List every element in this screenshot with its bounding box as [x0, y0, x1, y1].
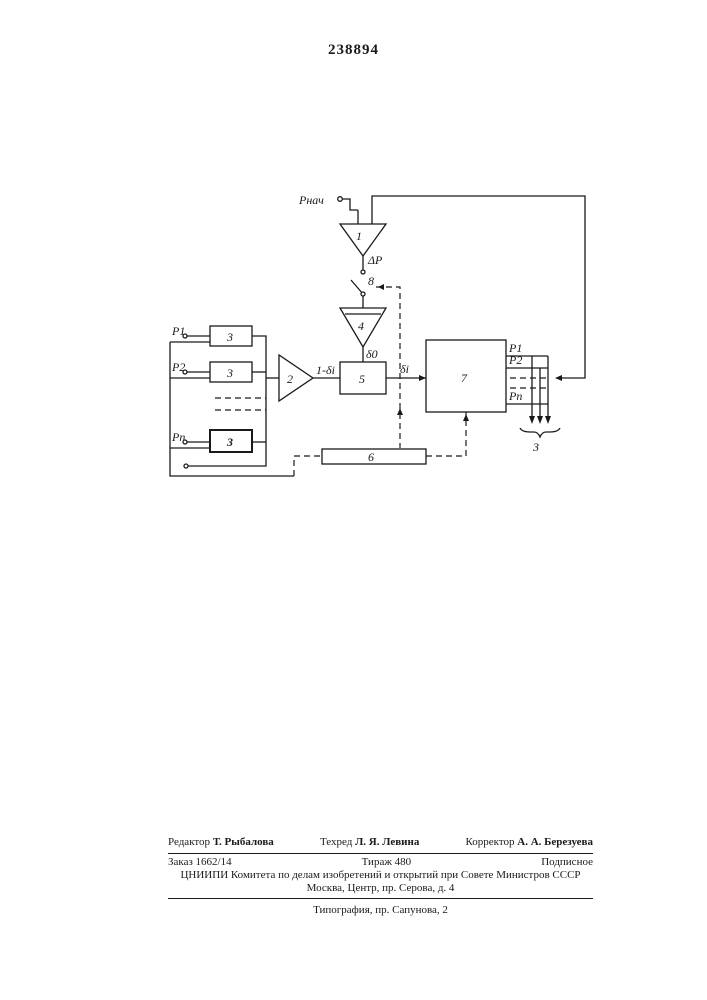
block-7-label: 7	[461, 371, 468, 385]
order-line: Заказ 1662/14 Тираж 480 Подписное	[168, 856, 593, 869]
circulation: Тираж 480	[362, 856, 412, 869]
switch-8-label: 8	[368, 274, 374, 288]
techred-label: Техред	[320, 836, 352, 848]
delta-p-label: ΔP	[367, 253, 383, 267]
organization: ЦНИИПИ Комитета по делам изобретений и о…	[168, 869, 593, 882]
wire-3-1-out	[252, 336, 266, 456]
block-2-label: 2	[287, 372, 293, 386]
block-3-2-label: 3	[226, 366, 233, 380]
block-6	[322, 449, 426, 464]
arrow-feedback	[555, 375, 562, 381]
subscription: Подписное	[541, 856, 593, 869]
arrow-6-7	[463, 414, 469, 421]
block-5-label: 5	[359, 372, 365, 386]
techred: Техред Л. Я. Левина	[320, 836, 419, 849]
techred-name: Л. Я. Левина	[355, 836, 419, 848]
footer-divider-2	[168, 898, 593, 899]
loop-terminal	[184, 464, 188, 468]
dash-bus-6	[294, 456, 322, 476]
delta-i-label: δi	[400, 362, 409, 376]
editor-name: Т. Рыбалова	[213, 836, 274, 848]
wire-p-initial	[342, 199, 358, 210]
out-arrowhead-1	[529, 416, 535, 424]
block-3-n-label: 3	[226, 435, 233, 449]
pn-terminal	[183, 440, 187, 444]
delta-zero-label: δ0	[366, 347, 378, 361]
p2-terminal	[183, 370, 187, 374]
p-initial-label: Pнач	[298, 193, 324, 207]
switch-8	[351, 280, 363, 294]
printing-house: Типография, пр. Сапунова, 2	[168, 904, 593, 917]
order-number: Заказ 1662/14	[168, 856, 232, 869]
block-diagram: Pнач 1 ΔP 8 4 δ0 P1 3 P2 3 Pn 3	[0, 0, 707, 820]
editor-label: Редактор	[168, 836, 210, 848]
arrow-5-7	[419, 375, 426, 381]
output-group-label: 3	[532, 440, 539, 454]
dash-6-7	[426, 412, 466, 456]
block-6-label: 6	[368, 450, 374, 464]
output-brace	[520, 428, 560, 437]
editor: Редактор Т. Рыбалова	[168, 836, 274, 849]
footer-divider	[168, 853, 593, 854]
p2-output-label: P2	[508, 353, 522, 367]
out-arrowhead-3	[545, 416, 551, 424]
comparator-1	[340, 224, 386, 256]
wire-bottom-loop	[188, 456, 266, 466]
switch-terminal-top	[361, 270, 365, 274]
arrow-switch-control	[378, 284, 384, 290]
p1-terminal	[183, 334, 187, 338]
out-arrowhead-2	[537, 416, 543, 424]
credits-line: Редактор Т. Рыбалова Техред Л. Я. Левина…	[168, 836, 593, 849]
arrow-6-switch	[397, 408, 403, 415]
switch-terminal-bottom	[361, 292, 365, 296]
one-minus-delta-label: 1-δi	[316, 363, 335, 377]
corrector-name: А. А. Березуева	[517, 836, 593, 848]
corrector-label: Корректор	[465, 836, 514, 848]
block-3-1-label: 3	[226, 330, 233, 344]
address: Москва, Центр, пр. Серова, д. 4	[168, 882, 593, 895]
corrector: Корректор А. А. Березуева	[465, 836, 593, 849]
p-initial-terminal	[338, 197, 343, 202]
amplifier-2	[279, 355, 313, 401]
pn-output-label: Pn	[508, 389, 522, 403]
block-4-label: 4	[358, 319, 364, 333]
block-1-label: 1	[356, 229, 362, 243]
